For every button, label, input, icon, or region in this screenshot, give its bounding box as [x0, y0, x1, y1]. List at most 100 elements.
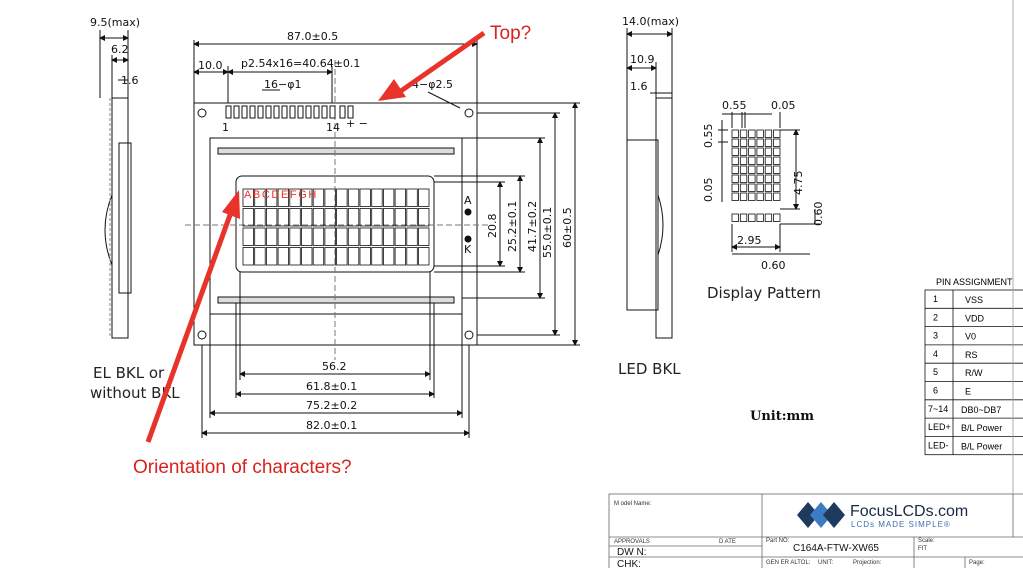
character-cell: [277, 208, 290, 227]
pin-header: [225, 105, 354, 119]
character-cell: [289, 208, 301, 227]
pin-1-label: 1: [222, 121, 229, 134]
pattern-dot: [764, 165, 773, 174]
character-cell: [324, 247, 336, 266]
character-cell: [406, 227, 418, 246]
pattern-dot: [756, 165, 764, 174]
pin-function: E: [965, 387, 971, 397]
pin-number: 5: [933, 367, 938, 377]
character-cell: [312, 208, 325, 227]
dim-h1: 20.8: [486, 214, 499, 239]
led-polarity-label: + −: [346, 117, 368, 130]
part-no-label: Part NO:: [766, 538, 790, 544]
page-label: Page:: [969, 560, 985, 566]
character-cell: [289, 188, 301, 207]
dim-overall-width: 87.0±0.5: [287, 30, 338, 43]
pattern-dot: [748, 213, 756, 222]
pin-number: LED+: [928, 422, 951, 432]
pattern-dim-3: 0.55: [702, 124, 715, 149]
pin-pad: [257, 105, 264, 119]
character-cell: [277, 247, 290, 266]
character-cell: [418, 247, 430, 266]
pattern-dot: [764, 129, 773, 138]
pin-number: LED-: [928, 440, 949, 450]
pattern-dot: [739, 165, 748, 174]
projection-label: Projection:: [853, 560, 882, 566]
pin-function: V0: [965, 332, 976, 342]
pattern-dot: [748, 156, 756, 165]
character-cell: [394, 188, 407, 207]
pattern-dot: [739, 129, 748, 138]
pin-pad: [347, 105, 354, 119]
annotation-orientation: Orientation of characters?: [133, 457, 352, 478]
pin-table-border: [924, 289, 1023, 456]
pattern-dim-7: 2.95: [737, 234, 762, 247]
character-cell: [359, 227, 371, 246]
right-side-view: [626, 28, 673, 339]
checked-label: CHK:: [617, 559, 641, 568]
dim-w3: 75.2±0.2: [306, 399, 357, 412]
pin-pad: [321, 105, 328, 119]
pattern-dot: [764, 147, 773, 156]
approvals-label: APPROVALS: [614, 539, 650, 545]
pattern-dot: [748, 183, 756, 192]
right-dim-3: 1.6: [630, 80, 648, 93]
character-cell: [254, 188, 266, 207]
dim-mount-holes: 4−φ2.5: [412, 78, 453, 91]
title-block: [608, 493, 1023, 568]
left-dim-3: 1.6: [121, 74, 139, 87]
drawn-label: DW N:: [617, 547, 646, 558]
model-name-label: M odel Name:: [614, 501, 652, 507]
character-cell: [406, 208, 418, 227]
pattern-dot: [731, 129, 739, 138]
character-cell: [382, 227, 395, 246]
character-cell: [242, 247, 254, 266]
pattern-dot: [764, 192, 773, 201]
character-cell: [382, 247, 395, 266]
pattern-dim-1: 0.55: [722, 99, 747, 112]
pattern-dot: [773, 192, 781, 201]
pin-number: 1: [933, 294, 938, 304]
pattern-dot: [764, 183, 773, 192]
pin-function: VDD: [965, 313, 985, 323]
character-cell: [336, 227, 348, 246]
character-cell: [418, 227, 430, 246]
pattern-dot: [739, 213, 748, 222]
display-pattern-title: Display Pattern: [707, 284, 821, 302]
pattern-dot: [731, 156, 739, 165]
pattern-dot: [748, 192, 756, 201]
pin-table-title: PIN ASSIGNMENT: [936, 277, 1013, 287]
character-cell: [359, 208, 371, 227]
character-cell: [242, 227, 254, 246]
focuslcds-logo: [797, 502, 845, 528]
part-number: C164A-FTW-XW65: [793, 543, 879, 554]
character-cell: [418, 188, 430, 207]
character-cell: [265, 247, 278, 266]
annotation-top: Top?: [490, 23, 531, 44]
character-cell: [382, 208, 395, 227]
pattern-dot: [773, 183, 781, 192]
pattern-dim-5: 4.75: [792, 171, 805, 196]
cathode-label: K: [464, 243, 472, 256]
pattern-dim-4: 0.05: [702, 178, 715, 203]
anode-label: A: [464, 194, 472, 207]
pin-pad: [281, 105, 288, 119]
left-dim-1: 9.5(max): [90, 16, 140, 29]
dim-h5: 60±0.5: [561, 207, 574, 248]
brand-name: FocusLCDs.com: [850, 503, 968, 520]
character-cell: [312, 247, 325, 266]
character-cell: [359, 247, 371, 266]
pin-pad: [305, 105, 312, 119]
pattern-dot: [739, 192, 748, 201]
pin-number: 6: [933, 386, 938, 396]
character-cell: [394, 227, 407, 246]
pattern-dot: [739, 147, 748, 156]
character-cell: [265, 227, 278, 246]
character-cell: [254, 227, 266, 246]
character-grid: [242, 188, 430, 266]
pattern-dot: [756, 129, 764, 138]
left-label-2: without BKL: [90, 384, 180, 402]
pin-pad: [249, 105, 256, 119]
character-cell: [242, 208, 254, 227]
